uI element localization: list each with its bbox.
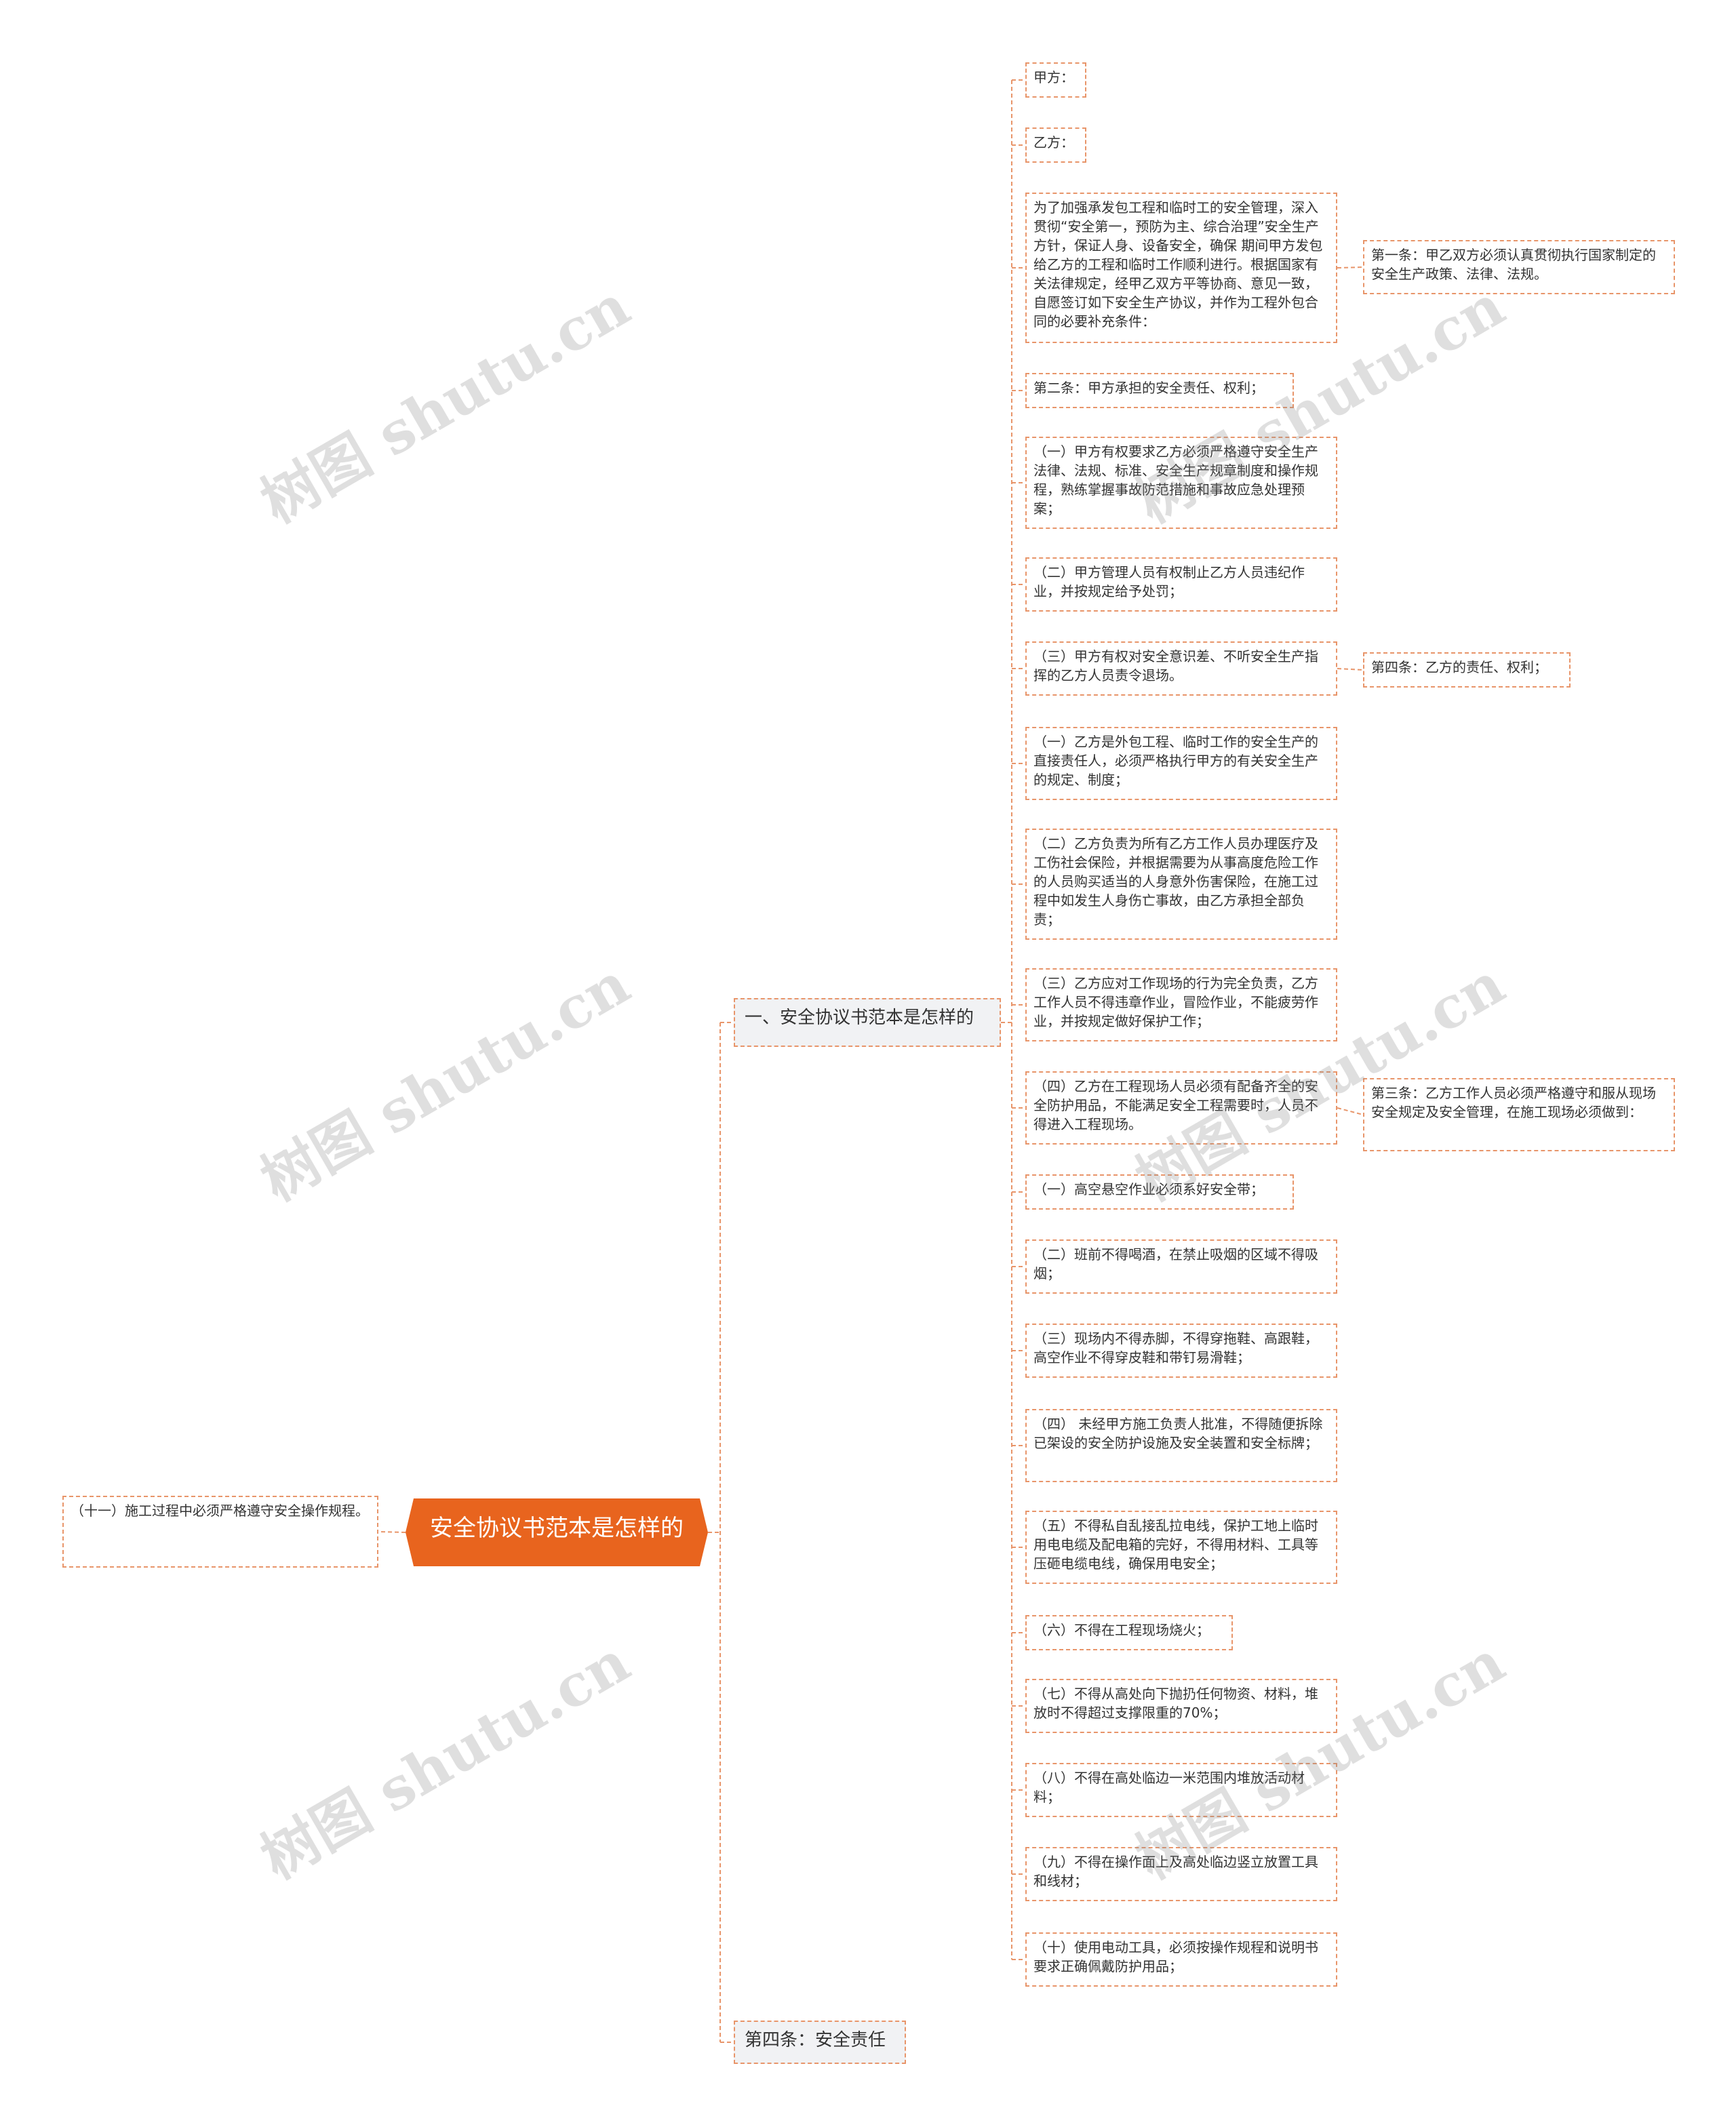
leaf-topic[interactable]: （一）高空悬空作业必须系好安全带； bbox=[1025, 1174, 1294, 1210]
note-topic[interactable]: 第一条：甲乙双方必须认真贯彻执行国家制定的安全生产政策、法律、法规。 bbox=[1363, 240, 1675, 294]
leaf-topic[interactable]: （一）甲方有权要求乙方必须严格遵守安全生产法律、法规、标准、安全生产规章制度和操… bbox=[1025, 437, 1337, 529]
leaf-topic[interactable]: 第二条：甲方承担的安全责任、权利； bbox=[1025, 373, 1294, 408]
leaf-topic[interactable]: （三）乙方应对工作现场的行为完全负责，乙方工作人员不得违章作业，冒险作业，不能疲… bbox=[1025, 968, 1337, 1041]
leaf-topic[interactable]: （四）乙方在工程现场人员必须有配备齐全的安全防护用品，不能满足安全工程需要时，人… bbox=[1025, 1071, 1337, 1145]
connector-note bbox=[1337, 1107, 1364, 1115]
leaf-topic[interactable]: （三）甲方有权对安全意识差、不听安全生产指挥的乙方人员责令退场。 bbox=[1025, 641, 1337, 696]
leaf-topic[interactable]: （二）乙方负责为所有乙方工作人员办理医疗及工伤社会保险，并根据需要为从事高度危险… bbox=[1025, 829, 1337, 940]
connector-note bbox=[1337, 266, 1364, 269]
leaf-topic[interactable]: （五）不得私自乱接乱拉电线，保护工地上临时用电电缆及配电箱的完好，不得用材料、工… bbox=[1025, 1511, 1337, 1584]
note-topic[interactable]: 第四条：乙方的责任、权利； bbox=[1363, 652, 1571, 688]
leaf-topic[interactable]: （一）乙方是外包工程、临时工作的安全生产的直接责任人，必须严格执行甲方的有关安全… bbox=[1025, 727, 1337, 800]
root-topic[interactable]: 安全协议书范本是怎样的 bbox=[406, 1498, 708, 1566]
branch-topic-2[interactable]: 第四条：安全责任 bbox=[734, 2021, 906, 2064]
leaf-topic[interactable]: （二）班前不得喝酒，在禁止吸烟的区域不得吸烟； bbox=[1025, 1239, 1337, 1294]
leaf-topic[interactable]: （四） 未经甲方施工负责人批准，不得随便拆除已架设的安全防护设施及安全装置和安全… bbox=[1025, 1409, 1337, 1482]
leaf-topic[interactable]: 乙方： bbox=[1025, 127, 1086, 163]
branch-topic-1[interactable]: 一、安全协议书范本是怎样的 bbox=[734, 998, 1001, 1047]
leaf-topic[interactable]: （九）不得在操作面上及高处临边竖立放置工具和线材； bbox=[1025, 1847, 1337, 1901]
leaf-topic[interactable]: （七）不得从高处向下抛扔任何物资、材料，堆放时不得超过支撑限重的70%； bbox=[1025, 1679, 1337, 1733]
leaf-topic[interactable]: 甲方： bbox=[1025, 62, 1086, 98]
leaf-topic[interactable]: （三）现场内不得赤脚，不得穿拖鞋、高跟鞋，高空作业不得穿皮鞋和带钉易滑鞋； bbox=[1025, 1324, 1337, 1378]
leaf-topic[interactable]: （六）不得在工程现场烧火； bbox=[1025, 1615, 1233, 1650]
leaf-topic[interactable]: （十）使用电动工具，必须按操作规程和说明书要求正确佩戴防护用品； bbox=[1025, 1932, 1337, 1987]
note-topic[interactable]: 第三条：乙方工作人员必须严格遵守和服从现场安全规定及安全管理，在施工现场必须做到… bbox=[1363, 1078, 1675, 1151]
leaf-topic[interactable]: 为了加强承发包工程和临时工的安全管理，深入贯彻“安全第一，预防为主、综合治理”安… bbox=[1025, 193, 1337, 343]
left-topic[interactable]: （十一）施工过程中必须严格遵守安全操作规程。 bbox=[62, 1496, 378, 1568]
leaf-topic[interactable]: （二）甲方管理人员有权制止乙方人员违纪作业，并按规定给予处罚； bbox=[1025, 557, 1337, 612]
leaf-topic[interactable]: （八）不得在高处临边一米范围内堆放活动材料； bbox=[1025, 1763, 1337, 1817]
connector-note bbox=[1337, 668, 1364, 671]
